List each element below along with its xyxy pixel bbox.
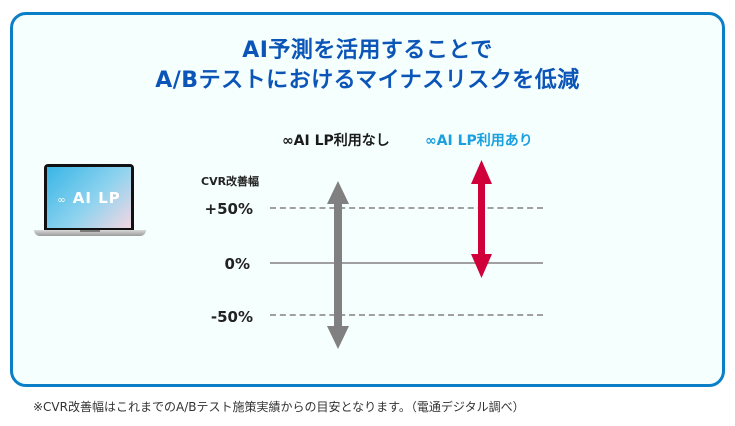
laptop-screen: ∞ AI LP xyxy=(44,164,134,230)
laptop-base xyxy=(34,230,146,236)
axis-label: CVR改善幅 xyxy=(201,175,260,188)
page-title: AI予測を活用することで A/Bテストにおけるマイナスリスクを低減 xyxy=(0,36,735,96)
red-double-arrow-icon xyxy=(471,160,492,278)
footnote: ※CVR改善幅はこれまでのA/Bテスト施策実績からの目安となります。（電通デジタ… xyxy=(33,400,525,414)
gridline-zero xyxy=(270,262,543,264)
legend-with-ai-lp: ∞AI LP利用あり xyxy=(425,133,533,149)
title-line-2: A/Bテストにおけるマイナスリスクを低減 xyxy=(155,68,580,93)
ai-lp-logo: ∞ AI LP xyxy=(57,188,121,207)
tick-plus-50: +50% xyxy=(204,200,253,218)
gridline-minus-50 xyxy=(270,314,543,316)
tick-minus-50: -50% xyxy=(210,308,253,326)
gray-double-arrow-icon xyxy=(327,181,349,349)
title-line-1: AI予測を活用することで xyxy=(242,38,493,63)
legend-without-ai-lp: ∞AI LP利用なし xyxy=(282,133,390,149)
tick-zero: 0% xyxy=(224,255,250,273)
laptop-image: ∞ AI LP xyxy=(34,164,146,240)
laptop-notch xyxy=(80,230,100,232)
gridline-plus-50 xyxy=(270,207,543,209)
